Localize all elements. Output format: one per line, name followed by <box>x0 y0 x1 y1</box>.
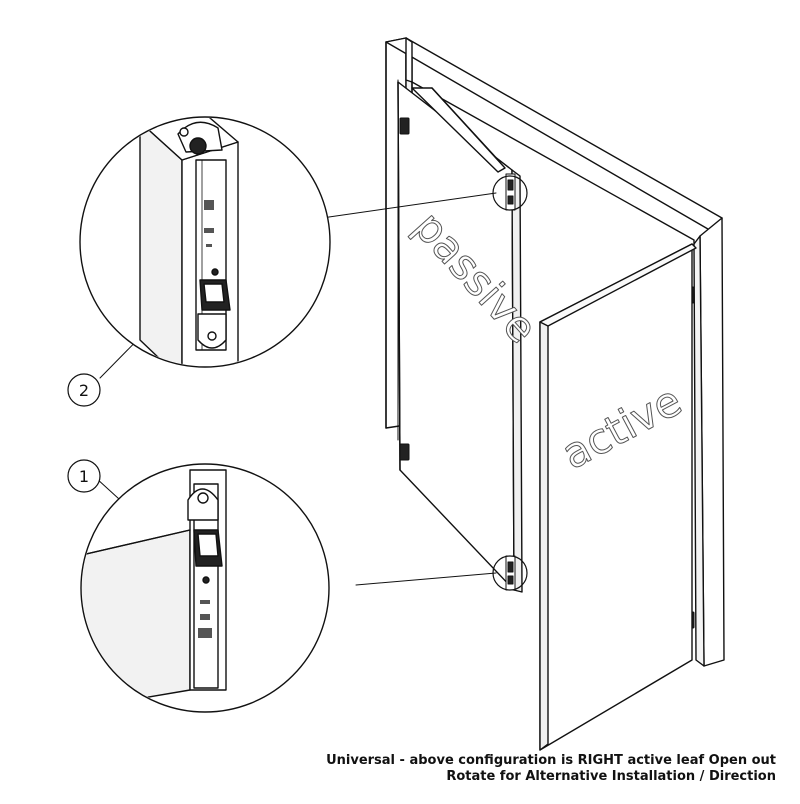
door-closer-arm <box>411 87 506 173</box>
detail-view-top <box>79 116 331 368</box>
caption-rotation-note: Rotate for Alternative Installation / Di… <box>446 769 776 784</box>
callout-2-number: 2 <box>79 381 89 400</box>
active-leaf <box>539 243 697 751</box>
detail-marker-bottom <box>492 555 528 591</box>
callout-1-number: 1 <box>79 467 89 486</box>
callout-2: 2 <box>67 373 101 407</box>
detail-view-bottom <box>80 463 330 713</box>
passive-leaf <box>397 81 523 593</box>
callout-1: 1 <box>67 459 101 493</box>
detail-marker-top <box>492 175 528 211</box>
caption-configuration: Universal - above configuration is RIGHT… <box>326 753 776 768</box>
